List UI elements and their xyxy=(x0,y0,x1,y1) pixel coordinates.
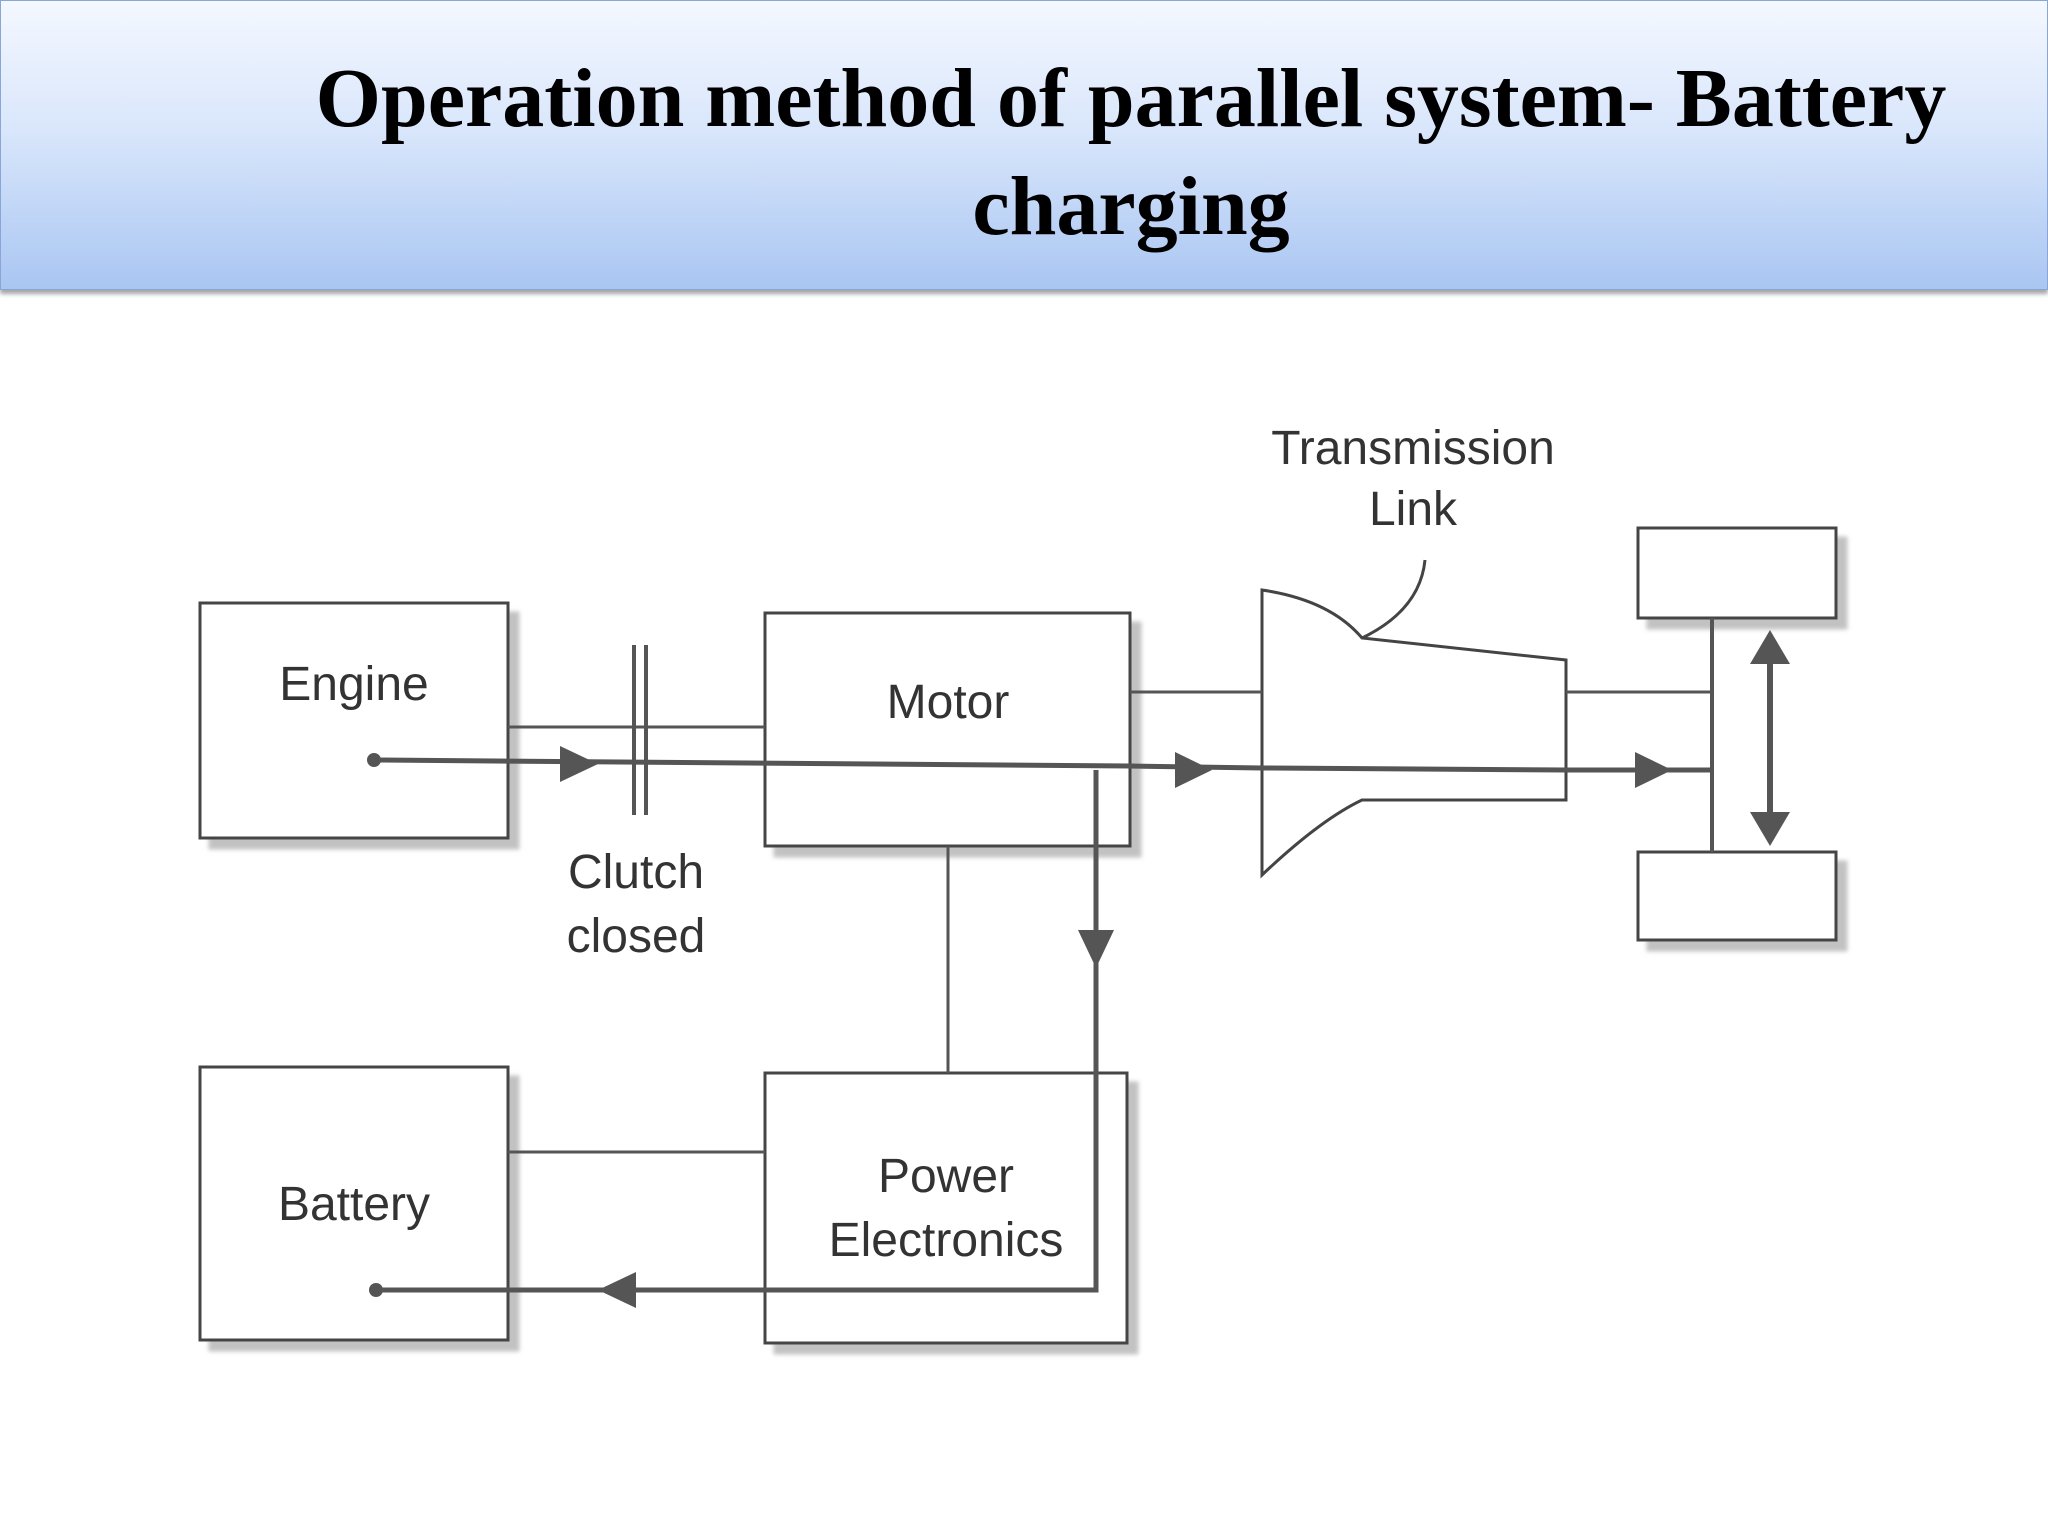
engine-box xyxy=(198,601,510,840)
slide-title: Operation method of parallel system- Bat… xyxy=(315,52,1947,253)
power-electronics-box xyxy=(763,1071,1129,1345)
clutch-label-1: Clutch xyxy=(568,846,704,899)
clutch-label-2: closed xyxy=(567,910,706,963)
engine-flow-origin xyxy=(367,753,381,767)
engine-label: Engine xyxy=(279,658,428,711)
battery-flow-end xyxy=(369,1283,383,1297)
transmission-link-shape xyxy=(1260,588,1568,879)
motor-label: Motor xyxy=(887,676,1010,729)
title-bar: Operation method of parallel system- Bat… xyxy=(0,0,2048,290)
battery-label: Battery xyxy=(278,1178,430,1231)
flow-arrow-motor xyxy=(1175,752,1212,788)
motor-box xyxy=(763,611,1132,848)
engine-power-flow xyxy=(373,757,1712,773)
battery-box xyxy=(198,1065,510,1342)
flow-arrow-wheels xyxy=(1635,752,1672,788)
flow-arrow-battery xyxy=(598,1272,636,1308)
flow-arrow-down xyxy=(1078,930,1114,968)
wheel-bottom xyxy=(1636,850,1838,942)
transmission-label-2: Link xyxy=(1369,483,1458,536)
flow-arrow-engine xyxy=(560,746,598,782)
transmission-label-1: Transmission xyxy=(1271,422,1555,475)
power-electronics-label-2: Electronics xyxy=(829,1214,1064,1267)
wheel-top xyxy=(1636,526,1838,620)
transmission-leader xyxy=(1361,559,1427,640)
power-electronics-label-1: Power xyxy=(878,1150,1014,1203)
wheel-arrow-up xyxy=(1750,630,1790,664)
wheel-arrow-down xyxy=(1750,812,1790,846)
